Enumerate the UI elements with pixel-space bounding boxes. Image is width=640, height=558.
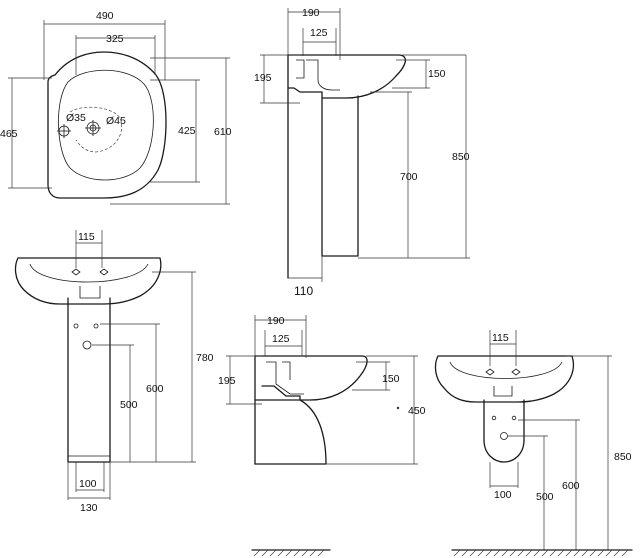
dim-850-a: 850 [452,151,470,163]
dim-500-b: 500 [536,491,554,503]
basin-wall-side-outline [254,355,368,401]
dim-125-a: 125 [310,27,328,39]
dim-490: 490 [96,10,114,22]
basin-front-inner [29,263,149,283]
top-view: 490 325 465 425 610 Ø35 Ø45 [0,10,232,205]
dim-450: 450 [408,405,426,417]
basin-drain-dashed [69,106,122,153]
floor-hatch-2 [453,549,629,557]
basin-front-outline [14,257,162,305]
dim-150-b: 150 [382,373,400,385]
dim-325: 325 [106,33,124,45]
side-view-pedestal: 190 125 195 150 850 700 110 [254,7,470,298]
dim-115-a: 115 [78,231,95,243]
front-view-pedestal: 115 780 600 500 100 130 [14,230,214,514]
dim-465: 465 [0,128,18,140]
dim-700-a: 700 [400,171,418,183]
basin-outline-top [47,51,167,199]
dim-500-a: 500 [120,399,138,411]
dim-190-b: 190 [267,315,285,327]
dim-610: 610 [214,126,232,138]
dim-110: 110 [294,284,313,298]
basin-side-outline [287,54,406,99]
pedestal-front [67,297,111,463]
basin-wall-front-outline [434,355,575,403]
half-pedestal-side [254,399,327,465]
half-pedestal-front [483,399,525,463]
dim-190-a: 190 [302,7,320,19]
floor-hatch-1 [253,549,325,557]
basin-bowl-inner [58,69,154,181]
dim-600-b: 600 [562,480,580,492]
front-view-wall: 115 850 600 500 100 [434,330,633,557]
dim-780: 780 [196,352,214,364]
pedestal-side [321,95,359,257]
basin-side-inner [306,59,340,91]
dim-115-b: 115 [492,332,509,344]
dim-425: 425 [178,125,196,137]
dim-100-a: 100 [79,478,97,490]
dim-150-a: 150 [428,68,446,80]
dim-100-b: 100 [494,489,512,501]
dim-600-a: 600 [146,383,164,395]
dim-125-b: 125 [272,333,290,345]
side-view-wall: 190 125 195 150 450 [218,315,426,557]
dim-130: 130 [80,502,98,514]
dim-195-b: 195 [218,375,236,387]
dim-hole-35: Ø35 [66,112,86,124]
dim-850-b: 850 [614,451,632,463]
dim-hole-45: Ø45 [106,115,126,127]
dim-195-a: 195 [254,72,272,84]
